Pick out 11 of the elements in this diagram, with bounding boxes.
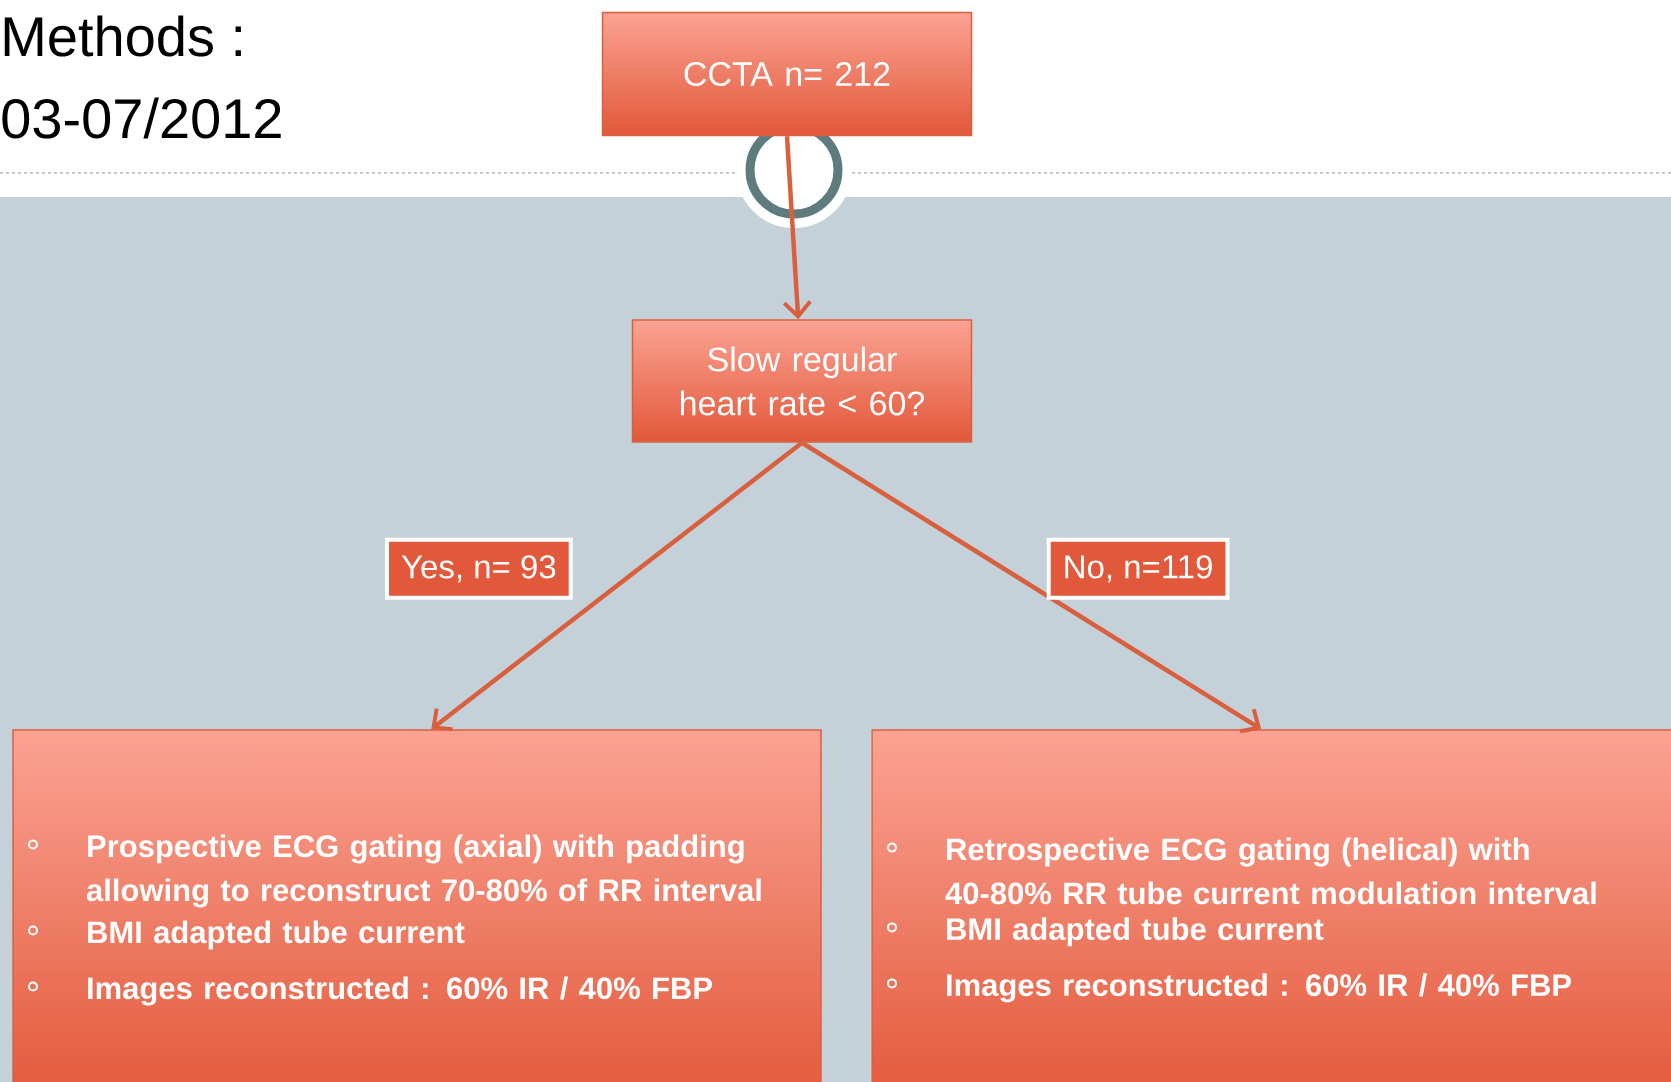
- process-box: Slow regular heart rate < 60?: [631, 319, 973, 443]
- arrow: [782, 136, 812, 320]
- bullet-list-box: Retrospective ECG gating (helical) with 40-80% RR tube current modulation interval BMI adapted tube current Images reconstructed : 60% IR / 40% FBP: [871, 729, 1671, 1082]
- heading-text: 03-07/2012: [2, 97, 281, 139]
- edge-label: No, n=119: [1046, 537, 1230, 600]
- process-box: CCTA n= 212: [601, 11, 973, 137]
- arrow: [800, 440, 1262, 734]
- edge-label: Yes, n= 93: [385, 537, 573, 600]
- heading-text: Methods :: [4, 15, 241, 57]
- arrow: [431, 440, 804, 732]
- bullet-list-box: Prospective ECG gating (axial) with padding allowing to reconstruct 70-80% of RR interval BMI adapted tube current Images reconstructed : 60% IR / 40% FBP: [12, 729, 822, 1082]
